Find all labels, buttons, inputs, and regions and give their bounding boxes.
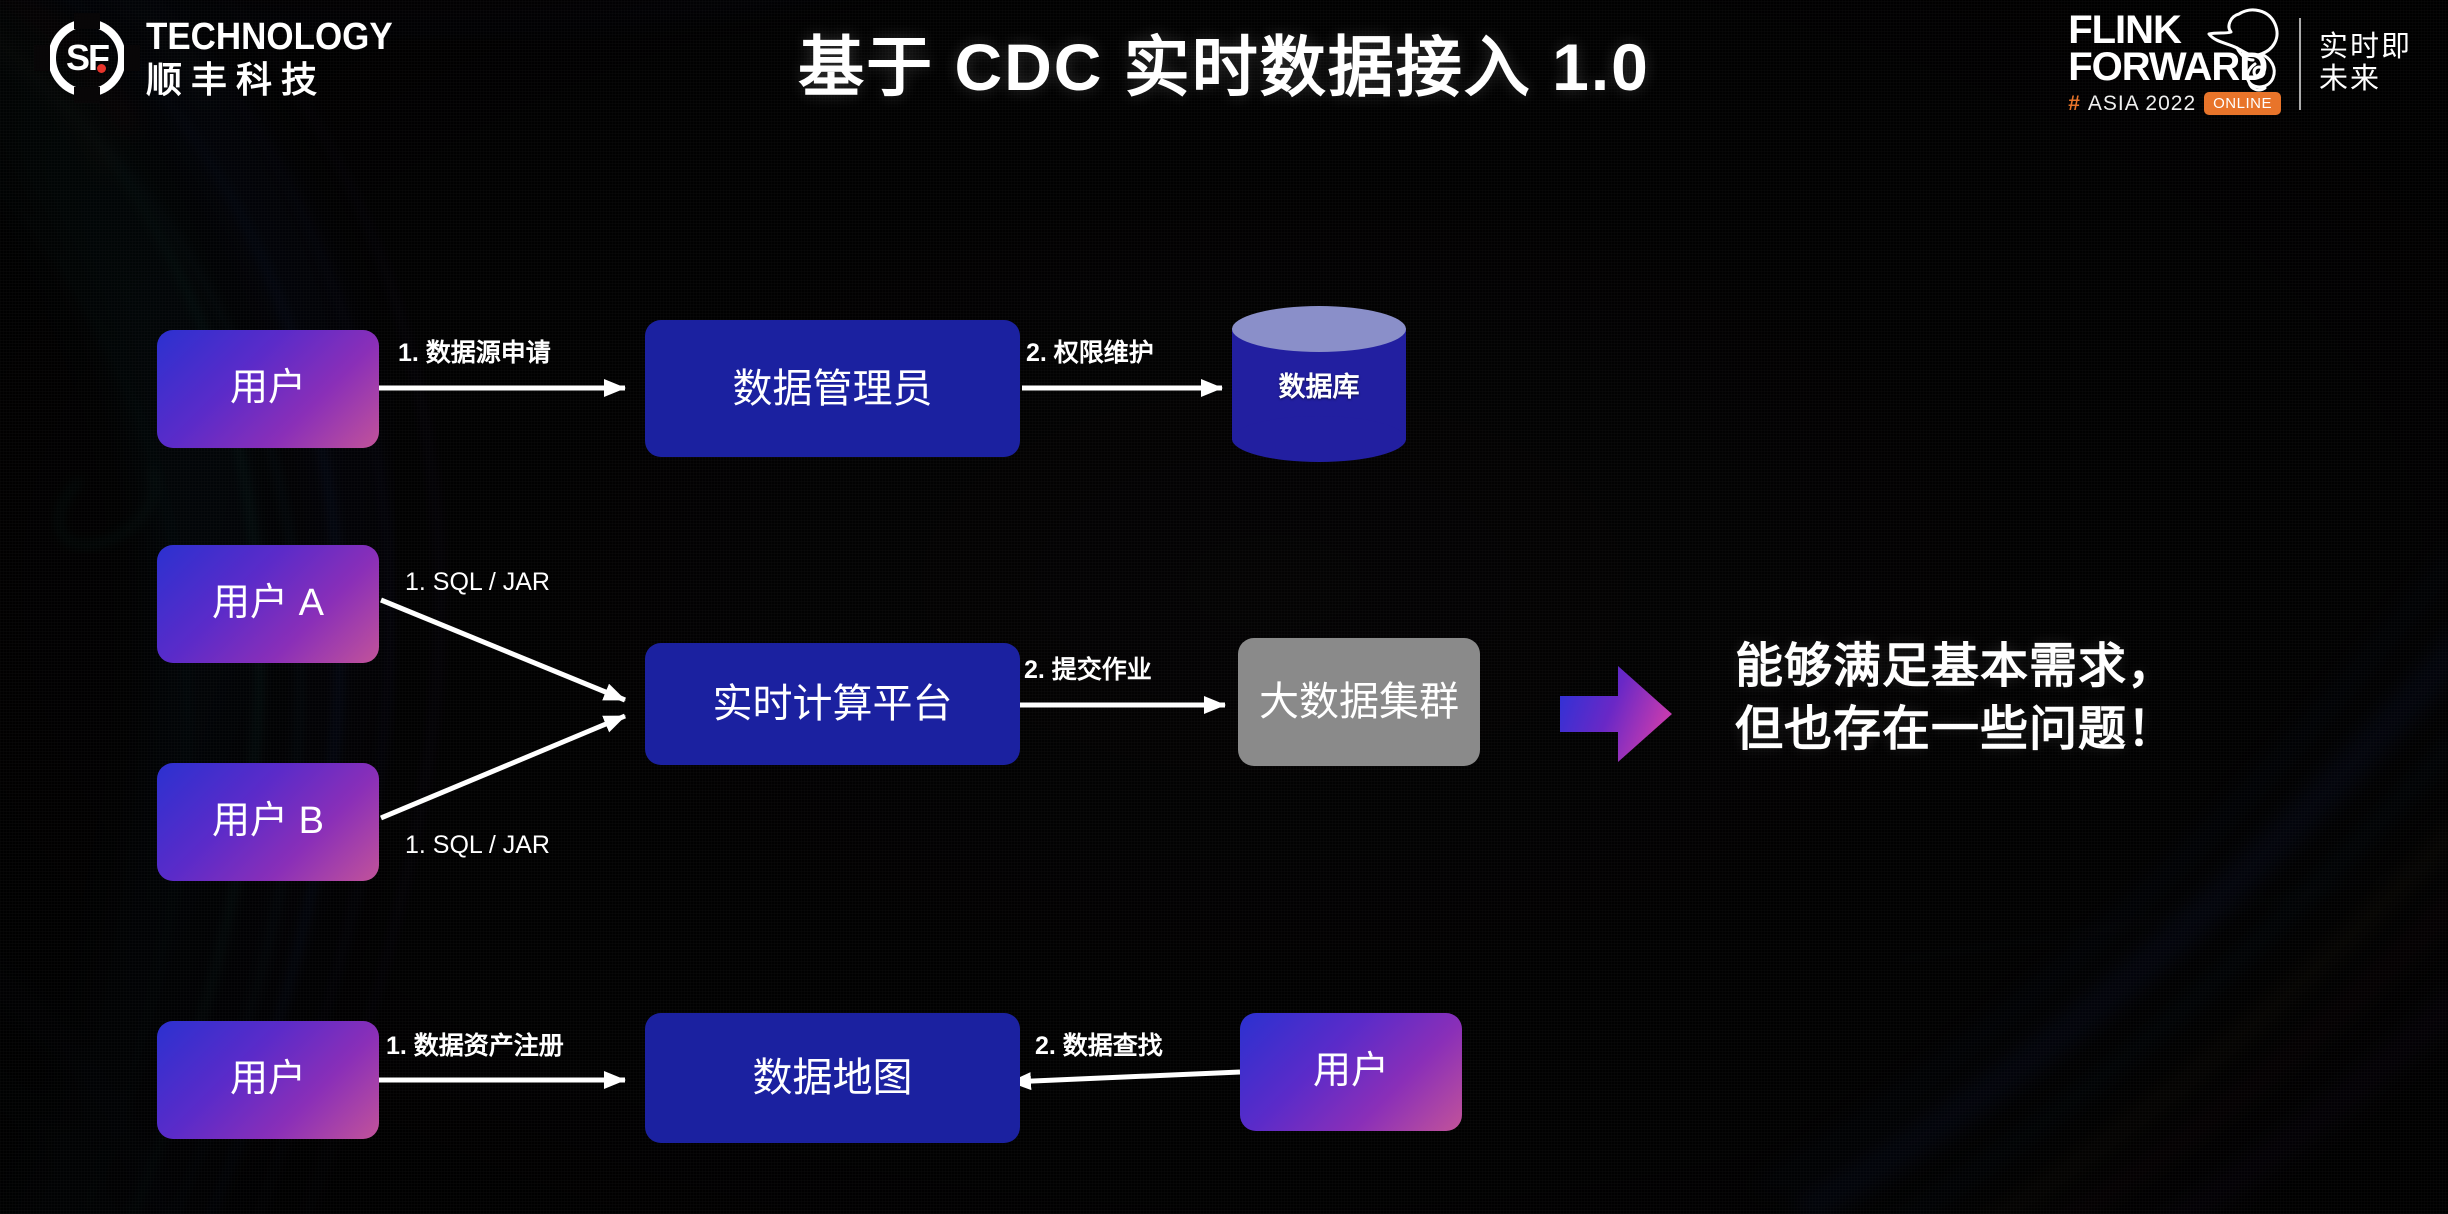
node-label: 用户 [1312,1050,1389,1093]
flink-forward-chinese-line1: 实时即 [2318,30,2412,63]
node-label: 大数据集群 [1259,680,1459,724]
flink-forward-chinese-line2: 未来 [2318,62,2381,95]
edge-label-submit-job: 2. 提交作业 [1024,656,1152,684]
edge-label-asset-registration: 1. 数据资产注册 [386,1032,564,1060]
cylinder-bottom [1232,416,1406,462]
node-label: 数据地图 [752,1056,913,1100]
node-label: 用户 [229,1058,306,1101]
logo-divider [2298,17,2301,110]
flink-forward-chinese: 实时即 未来 [2318,30,2412,96]
node-label: 数据库 [1278,371,1360,402]
node-label: 用户 [229,367,306,410]
callout-line-1: 能够满足基本需求， [1735,640,2177,693]
node-user-b[interactable]: 用户 B [157,763,379,881]
edge-label-sql-jar-b: 1. SQL / JAR [405,831,550,859]
sf-logo-chinese: 顺丰科技 [146,59,327,100]
flink-forward-logo: FLINK FORWARD # ASIA 2022 ONLINE 实时即 [2068,8,2412,116]
flink-forward-line2: FORWARD [2068,44,2268,89]
cylinder-top [1232,306,1406,352]
flink-forward-line1: FLINK [2068,8,2182,52]
emphasis-block-arrow-icon [1560,666,1672,762]
node-bigdata-cluster[interactable]: 大数据集群 [1238,638,1480,766]
edge-label-permission-maintenance: 2. 权限维护 [1026,339,1154,367]
sf-red-dot-icon [97,64,106,73]
sf-logo-english: TECHNOLOGY [146,16,393,58]
edge-label-data-search: 2. 数据查找 [1035,1032,1163,1060]
node-realtime-platform[interactable]: 实时计算平台 [645,643,1020,765]
node-label: 实时计算平台 [712,682,953,726]
node-user-2[interactable]: 用户 [157,1021,379,1139]
edge-label-sql-jar-a: 1. SQL / JAR [405,568,550,596]
sf-logo-wordmark: TECHNOLOGY 顺丰科技 [146,18,414,98]
edge-label-data-source-request: 1. 数据源申请 [398,339,551,367]
node-user-3[interactable]: 用户 [1240,1013,1462,1131]
flink-forward-subline: # ASIA 2022 ONLINE [2068,92,2281,116]
node-database[interactable]: 数据库 [1232,306,1406,462]
node-dba[interactable]: 数据管理员 [645,320,1020,457]
callout-line-2: 但也存在一些问题！ [1735,703,2177,757]
node-data-map[interactable]: 数据地图 [645,1013,1020,1143]
node-label: 用户 A [212,582,324,625]
hash-icon: # [2068,91,2080,115]
flink-forward-wordmark: FLINK FORWARD [2068,8,2281,89]
node-label: 用户 B [212,800,324,843]
page-title: 基于 CDC 实时数据接入 1.0 [798,30,1650,104]
online-badge: ONLINE [2204,92,2281,116]
flink-forward-event: ASIA 2022 [2087,91,2197,115]
sf-logo-mark-icon: SF [34,19,140,97]
node-user-a[interactable]: 用户 A [157,545,379,663]
node-user-1[interactable]: 用户 [157,330,379,448]
squirrel-icon [2207,8,2279,92]
callout-text: 能够满足基本需求， 但也存在一些问题！ [1735,635,2176,762]
node-label: 数据管理员 [732,366,933,411]
sf-technology-logo: SF TECHNOLOGY 顺丰科技 [34,18,414,98]
